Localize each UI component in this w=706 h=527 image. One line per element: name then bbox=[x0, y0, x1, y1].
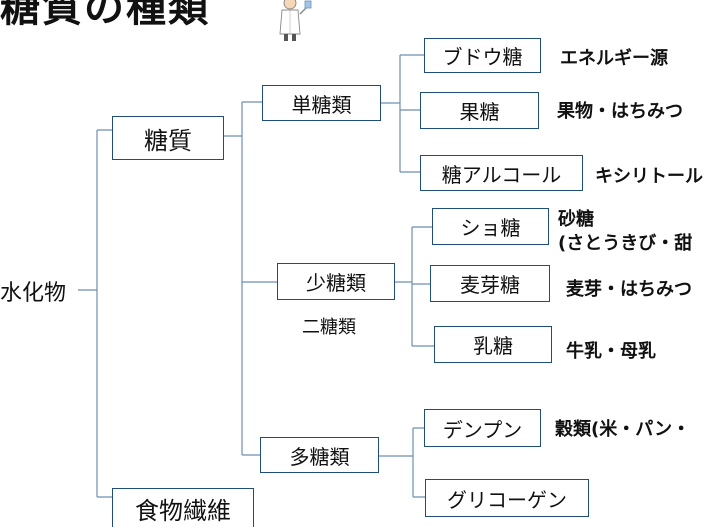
node-glycogen: グリコーゲン bbox=[425, 479, 589, 517]
node-sucrose: ショ糖 bbox=[432, 208, 549, 245]
node-oligosaccharides: 少糖類 bbox=[277, 263, 395, 300]
connector-root bbox=[78, 129, 112, 498]
node-glucose: ブドウ糖 bbox=[424, 38, 541, 73]
sugar-alcohol-description: キシリトール bbox=[595, 166, 703, 187]
starch-description: 穀類(米・パン・ bbox=[555, 419, 691, 440]
oligosaccharides-sublabel: 二糖類 bbox=[302, 317, 356, 338]
doctor-illustration-icon bbox=[279, 0, 312, 41]
sucrose-description-line1: 砂糖 bbox=[558, 209, 594, 230]
glucose-description: エネルギー源 bbox=[560, 48, 668, 69]
connector-sugar bbox=[224, 101, 277, 456]
connector-poly bbox=[379, 427, 425, 498]
node-monosaccharides: 単糖類 bbox=[262, 85, 381, 121]
node-dietary-fiber: 食物繊維 bbox=[112, 488, 254, 527]
connector-mono bbox=[381, 54, 424, 173]
maltose-description: 麦芽・はちみつ bbox=[566, 279, 692, 300]
lactose-description: 牛乳・母乳 bbox=[566, 341, 656, 362]
node-lactose: 乳糖 bbox=[434, 326, 552, 363]
node-polysaccharides: 多糖類 bbox=[260, 437, 379, 473]
connector-oligo bbox=[395, 226, 434, 347]
node-sugar: 糖質 bbox=[112, 116, 224, 160]
fructose-description: 果物・はちみつ bbox=[557, 101, 683, 122]
node-sugar-alcohol: 糖アルコール bbox=[420, 155, 583, 191]
page-title: 糖質の種類 bbox=[0, 0, 210, 31]
node-fructose: 果糖 bbox=[420, 92, 539, 129]
root-carbohydrate-label: 水化物 bbox=[0, 281, 67, 306]
node-maltose: 麦芽糖 bbox=[430, 265, 550, 302]
sucrose-description-line2: (さとうきび・甜 bbox=[558, 233, 693, 254]
node-starch: デンプン bbox=[424, 409, 541, 447]
